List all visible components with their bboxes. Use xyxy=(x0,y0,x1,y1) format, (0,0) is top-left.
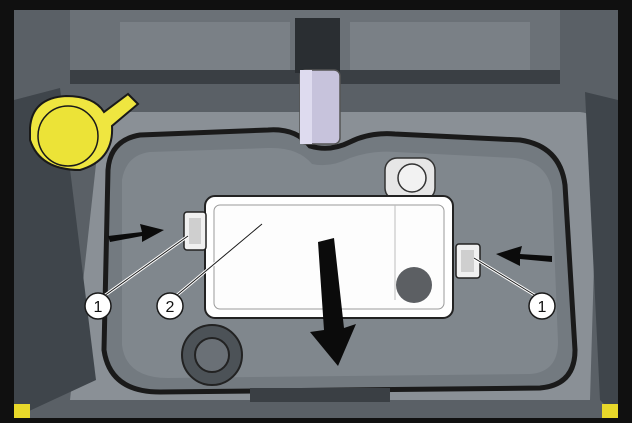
sensor-cap xyxy=(398,164,426,192)
callout-1-left: 1 xyxy=(85,293,111,319)
left-clip-detail xyxy=(189,218,201,244)
callout-1-right: 1 xyxy=(529,293,555,319)
callout-number: 2 xyxy=(166,299,175,316)
right-clip-detail xyxy=(461,250,474,272)
filler-cap-body xyxy=(38,106,98,166)
upper-panel-left xyxy=(120,22,290,70)
reservoir-outlet xyxy=(396,267,432,303)
bottom-bracket xyxy=(250,388,390,402)
callout-number: 1 xyxy=(94,299,103,316)
callout-number: 1 xyxy=(538,299,547,316)
hose-highlight xyxy=(300,70,312,144)
drain-plug-inner xyxy=(195,338,229,372)
callout-2: 2 xyxy=(157,293,183,319)
corner-accent-left xyxy=(14,404,30,418)
upper-panel-right xyxy=(350,22,530,70)
corner-accent-right xyxy=(602,404,618,418)
hose-connector-dark xyxy=(295,18,340,73)
